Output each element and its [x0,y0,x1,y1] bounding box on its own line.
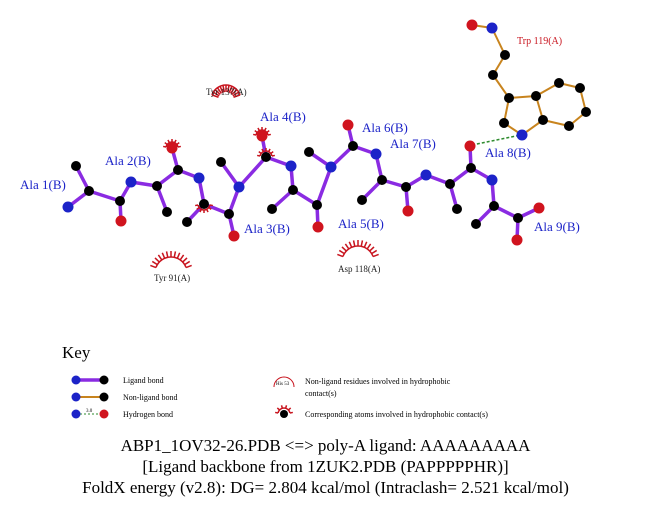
nitrogen-atom [370,148,382,160]
label-trp119: Trp 119(A) [517,36,562,47]
carbon-atom [261,152,271,162]
carbon-atom [224,209,234,219]
key-contact-arc [275,405,293,414]
oxygen-atom [256,130,268,142]
carbon-atom [452,204,462,214]
carbon-atom [564,121,574,131]
key-ligand-bond: Ligand bond [123,376,164,385]
key-hbond-distance: 3.0 [86,409,93,414]
carbon-atom [531,91,541,101]
contact-arc-o-ala4 [253,127,271,136]
label-ala6: Ala 6(B) [362,120,408,135]
nitrogen-atom [420,169,432,181]
residue-labels: Ala 1(B) Ala 2(B) Ala 3(B) Ala 4(B) Ala … [20,109,580,236]
carbon-atom [538,115,548,125]
hydrophobic-arcs [150,84,379,414]
carbon-atom [471,219,481,229]
footer-line2: [Ligand backbone from 1ZUK2.PDB (PAPPPPP… [142,457,509,476]
nitrogen-atom [193,172,205,184]
label-ala7: Ala 7(B) [390,136,436,151]
contact-arc-ala3 [195,204,213,213]
carbon-atom [288,185,298,195]
hydrophobic-arc-tyr91 [150,251,192,269]
label-ala8: Ala 8(B) [485,145,531,160]
carbon-atom [304,147,314,157]
nitrogen-atom [486,174,498,186]
key-nonligand-bond: Non-ligand bond [123,393,177,402]
oxygen-atom [166,142,178,154]
legend-key: Key Ligand bond Non-ligand bond 3.0 Hydr… [62,343,488,419]
key-nonligand-residues-2: contact(s) [305,389,337,398]
label-ala3: Ala 3(B) [244,221,290,236]
hydrogen-bond [471,134,522,146]
label-tyr137: Tyr 137(A) [206,87,247,97]
hydrophobic-arc-tyr137 [211,84,241,98]
carbon-atom [115,196,125,206]
carbon-atom [499,118,509,128]
carbon-atom [513,213,523,223]
oxygen-atom [464,140,476,152]
footer-line3: FoldX energy (v2.8): DG= 2.804 kcal/mol … [82,478,569,497]
nitrogen-atom [233,181,245,193]
carbon-atom [377,175,387,185]
carbon-atom [488,70,498,80]
carbon-atom [445,179,455,189]
label-ala4: Ala 4(B) [260,109,306,124]
atoms [62,19,591,246]
nitrogen-atom [62,201,74,213]
oxygen-atom [533,202,545,214]
carbon-atom [554,78,564,88]
oxygen-atom [511,234,523,246]
carbon-atom [312,200,322,210]
label-ala9: Ala 9(B) [534,219,580,234]
nitrogen-atom [486,22,498,34]
carbon-atom [581,107,591,117]
carbon-atom [84,186,94,196]
footer-line1: ABP1_1OV32-26.PDB <=> poly-A ligand: AAA… [120,436,531,455]
carbon-atom [267,204,277,214]
carbon-atom [152,181,162,191]
carbon-atom [173,165,183,175]
hydrophobic-arc-asp118 [337,240,379,258]
label-asp118: Asp 118(A) [338,264,380,274]
oxygen-atom [312,221,324,233]
carbon-atom [162,207,172,217]
carbon-atom [348,141,358,151]
carbon-atom [199,199,209,209]
nitrogen-atom [325,161,337,173]
nitrogen-atom [125,176,137,188]
oxygen-atom [228,230,240,242]
oxygen-atom [466,19,478,31]
nitrogen-atom [285,160,297,172]
hydrophobic-labels: Tyr 137(A) Tyr 91(A) Asp 118(A) Trp 119(… [154,36,562,283]
contact-arc-ala4 [257,148,275,157]
key-example-residue: His 53 [276,382,290,387]
carbon-atom [575,83,585,93]
key-nonligand-residues-1: Non-ligand residues involved in hydropho… [305,377,451,386]
key-hydrogen-bond: Hydrogen bond [123,410,173,419]
label-ala2: Ala 2(B) [105,153,151,168]
nitrogen-atom [516,129,528,141]
oxygen-atom [115,215,127,227]
carbon-atom [466,163,476,173]
contact-arc-o-ala2 [163,139,181,148]
carbon-atom [500,50,510,60]
label-ala1: Ala 1(B) [20,177,66,192]
key-corresponding-atoms: Corresponding atoms involved in hydropho… [305,410,488,419]
label-ala5: Ala 5(B) [338,216,384,231]
oxygen-atom [342,119,354,131]
carbon-atom [216,157,226,167]
key-title: Key [62,343,91,362]
oxygen-atom [402,205,414,217]
carbon-atom [504,93,514,103]
carbon-atom [71,161,81,171]
label-tyr91: Tyr 91(A) [154,273,190,283]
carbon-atom [357,195,367,205]
carbon-atom [182,217,192,227]
carbon-atom [489,201,499,211]
carbon-atom [401,182,411,192]
